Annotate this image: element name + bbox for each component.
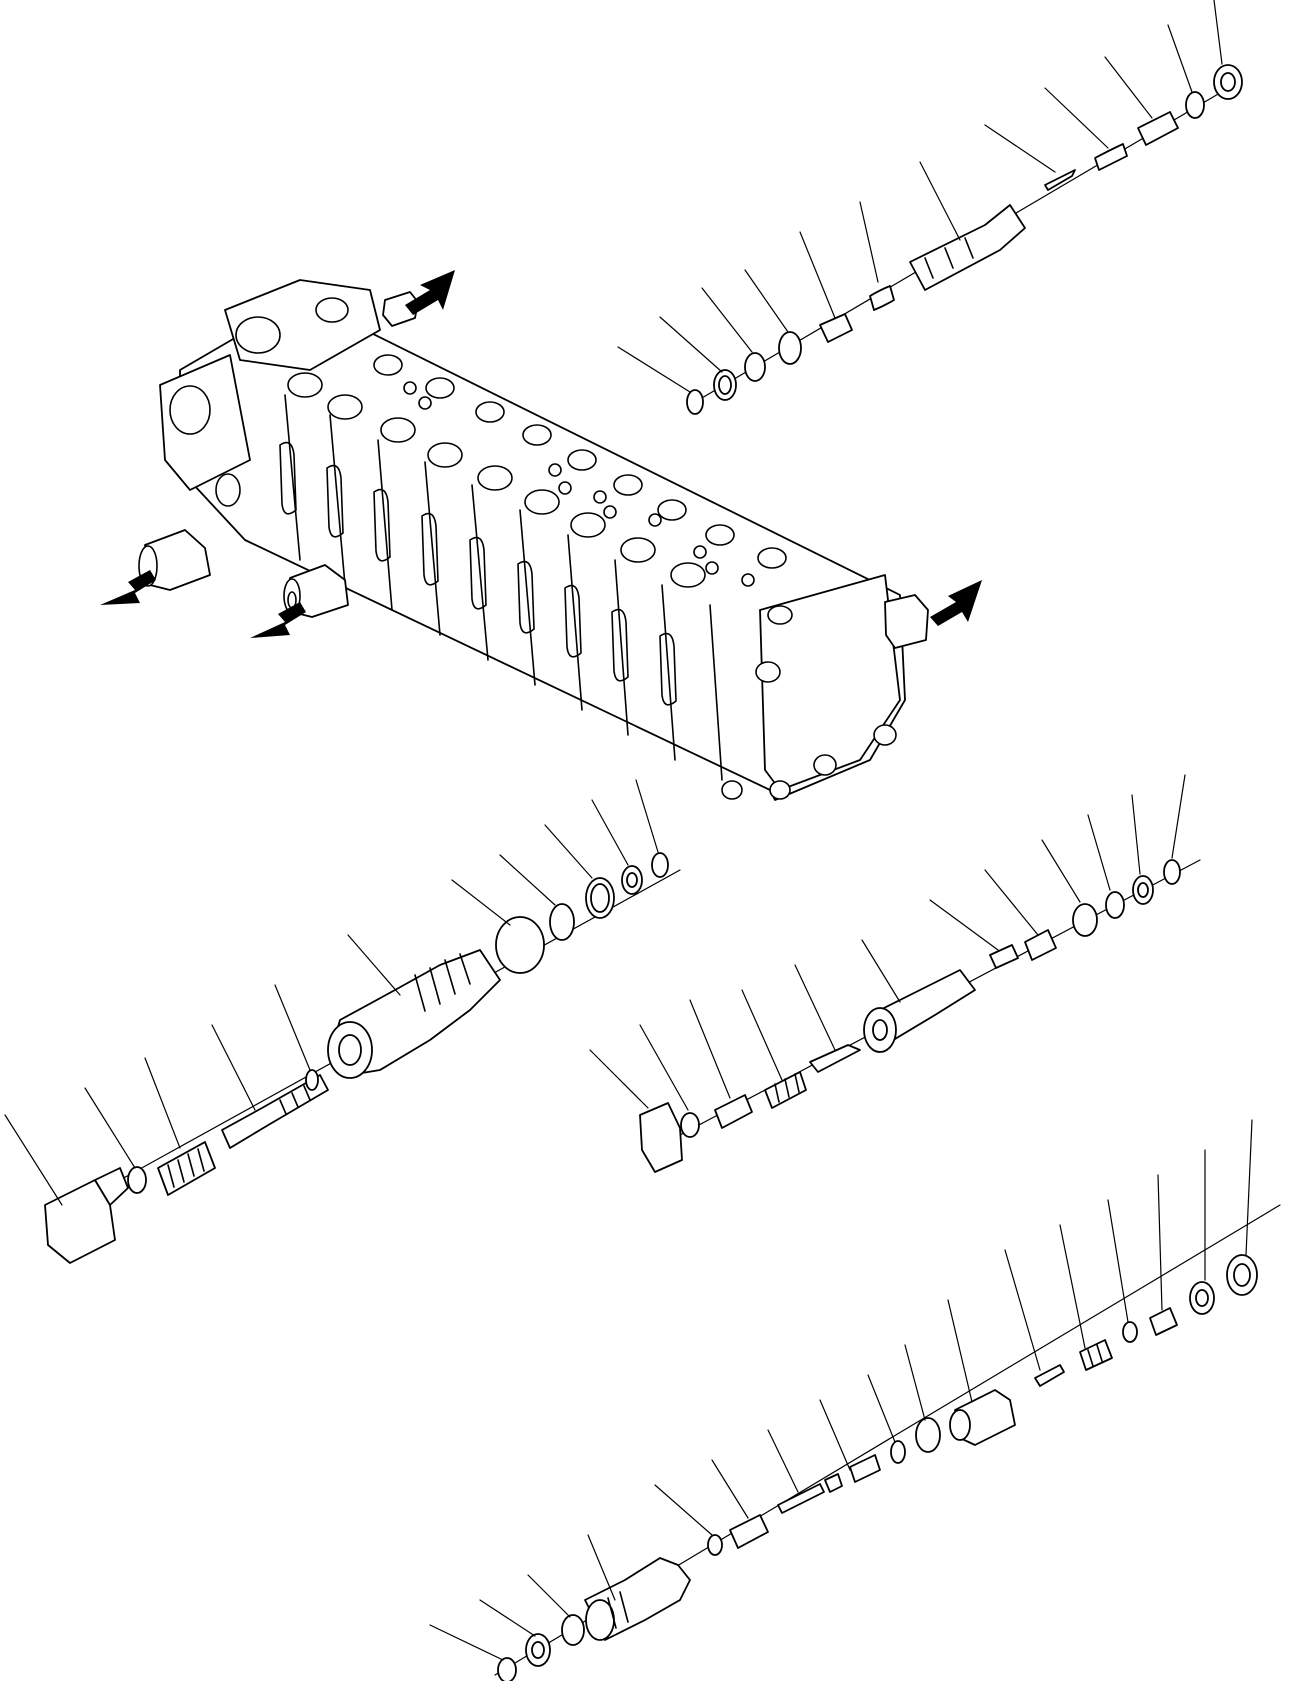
relief-valve-assembly-right (590, 775, 1200, 1172)
control-valve-body (139, 280, 928, 800)
arrow-icon (405, 270, 455, 315)
arrow-icon (100, 570, 156, 605)
valve-assembly-top (618, 0, 1242, 414)
arrow-icon (930, 580, 982, 626)
arrow-icon (250, 602, 306, 638)
valve-assembly-bottom (430, 1120, 1280, 1681)
relief-valve-assembly-left (5, 780, 680, 1263)
